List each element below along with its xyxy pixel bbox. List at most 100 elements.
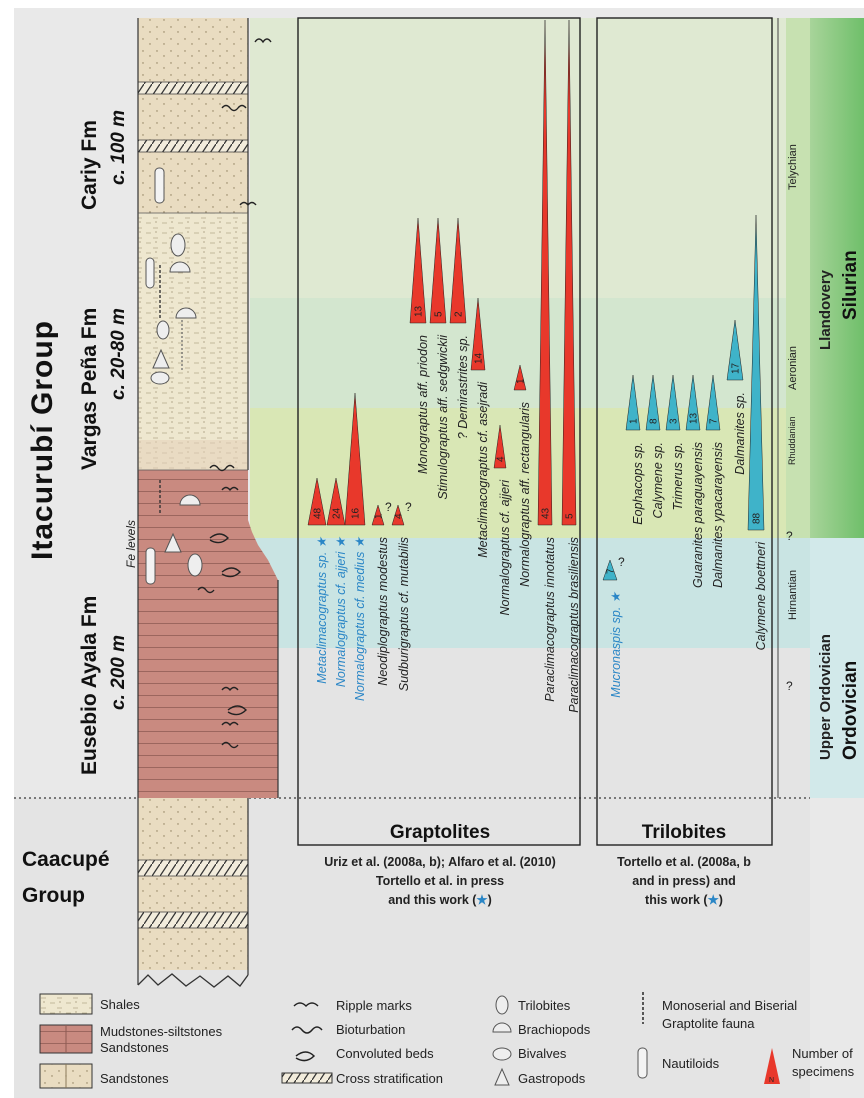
specimen-count: 8 (649, 418, 660, 424)
vargas-fm-name: Vargas Peña Fm (78, 308, 101, 470)
band-hirnantian (250, 538, 810, 648)
taxon-name: Metaclimacograptus cf. asejradi (476, 381, 490, 558)
legend-gastropods: Gastropods (518, 1071, 586, 1086)
range-triangle (470, 297, 486, 371)
specimen-count: 24 (332, 507, 343, 519)
range-triangle (602, 559, 618, 581)
caacupe-group-label-1: Caacupé (22, 848, 110, 871)
taxon-name: Eophacops sp. (631, 442, 645, 525)
taxon-name: Calymene sp. (651, 442, 665, 518)
trilobite-icon (495, 995, 509, 1015)
range-triangle (726, 319, 744, 381)
eusebio-fm-name: Eusebio Ayala Fm (78, 596, 101, 775)
uncertain-mark: ? (618, 555, 625, 569)
taxon-name: Neodiplograptus modestus (376, 537, 390, 686)
stage-hirnantian: Hirnantian (787, 570, 799, 620)
specimen-count: 7 (606, 568, 617, 574)
range-triangle (747, 214, 765, 531)
band-telychian (250, 18, 810, 298)
specimen-count: 4 (496, 456, 507, 462)
silurian-bar (810, 18, 864, 538)
brachiopod-icon (492, 1022, 512, 1033)
specimen-count: 2 (454, 311, 465, 317)
llandovery-bar (786, 18, 810, 538)
cross-stratification-icon (281, 1072, 333, 1084)
uncertain-mark: ? (405, 500, 412, 514)
taxon-name: Paraclimacograptus innotatus (543, 537, 557, 702)
taxon-name: Normalograptus cf. ajjeri ★ (334, 536, 348, 687)
taxon-name: ? Demirastrites sp. (456, 335, 470, 439)
specimen-count: 43 (541, 507, 552, 519)
legend-ripple: Ripple marks (336, 998, 412, 1013)
legend-graptolite-2: Graptolite fauna (662, 1016, 755, 1031)
specimen-count: 5 (434, 311, 445, 317)
taxon-name: Trimerus sp. (671, 442, 685, 511)
taxon-name: Normalograptus cf. ajjeri (498, 479, 512, 616)
band-aeronian (250, 298, 810, 408)
legend-bivalves: Bivalves (518, 1046, 567, 1061)
taxon-name: Dalmanites ypacarayensis (711, 442, 725, 588)
range-triangle (665, 374, 681, 431)
legend-shales-swatch (39, 993, 93, 1015)
bioturbation-icon (291, 1026, 323, 1034)
range-triangle (326, 477, 346, 526)
graptolites-title: Graptolites (390, 822, 490, 843)
graptolites-refs-2: Tortello et al. in press (376, 874, 504, 888)
uncertain-mark: ? (385, 500, 392, 514)
specimen-count: 1 (374, 513, 385, 519)
system-ordovician: Ordovician (840, 661, 861, 760)
legend-shales: Shales (100, 997, 140, 1012)
range-triangle (429, 217, 447, 324)
taxon-name: Sudburigraptus cf. mutabilis (397, 537, 411, 691)
range-triangle (645, 374, 661, 431)
legend-mudstones-1: Mudstones-siltstones (100, 1024, 223, 1039)
range-triangle (685, 374, 701, 431)
fe-levels-label: Fe levels (124, 520, 138, 568)
legend-trilobites: Trilobites (518, 998, 571, 1013)
specimen-count: 7 (709, 418, 720, 424)
range-triangle (493, 424, 507, 469)
legend-sandstones: Sandstones (100, 1071, 169, 1086)
series-upper-ordovician: Upper Ordovician (817, 634, 834, 760)
taxon-name: Mucronaspis sp. ★ (609, 591, 623, 697)
trilobites-refs-1: Tortello et al. (2008a, b (617, 855, 751, 869)
ordovician-bar (810, 538, 864, 798)
caacupe-group-label-2: Group (22, 884, 85, 907)
taxon-name: Monograptus aff. priodon (416, 335, 430, 474)
specimen-count: 16 (351, 507, 362, 519)
specimen-count: 5 (565, 513, 576, 519)
specimen-count: 13 (689, 412, 700, 424)
taxon-name: Normalograptus cf. medius ★ (353, 536, 367, 701)
graptolites-refs-close: ) (488, 893, 492, 907)
specimen-count-icon (764, 1048, 780, 1084)
range-triangle (537, 19, 553, 526)
specimen-count: 48 (313, 507, 324, 519)
taxon-name: Metaclimacograptus sp. ★ (315, 536, 329, 683)
specimen-count: 17 (731, 362, 742, 374)
taxon-name: Paraclimacograptus brasiliensis (567, 537, 581, 713)
nautiloid-icon (637, 1047, 648, 1079)
stage-telychian: Telychian (787, 144, 799, 190)
lithologic-column (137, 18, 279, 988)
taxon-name: Stimulograptus aff. sedgwickii (436, 334, 450, 500)
taxon-name: Guaranites paraguayensis (691, 442, 705, 588)
legend-specimens-1: Number of (792, 1046, 853, 1061)
convoluted-beds-icon (295, 1051, 316, 1062)
eusebio-fm-thickness: c. 200 m (108, 635, 129, 710)
legend-brachiopods: Brachiopods (518, 1022, 591, 1037)
trilobites-box (596, 17, 773, 846)
specimen-count: 14 (474, 352, 485, 364)
range-triangle (409, 217, 427, 324)
band-upper-ordovician (250, 648, 810, 798)
taxon-name: Normalograptus aff. rectangularis (518, 402, 532, 587)
legend-convoluted: Convoluted beds (336, 1046, 434, 1061)
range-triangle (344, 392, 366, 526)
trilobites-refs-3-text: this work ( (645, 893, 708, 907)
range-triangle (371, 504, 385, 526)
legend-specimens-2: specimens (792, 1064, 855, 1079)
legend-nautiloids: Nautiloids (662, 1056, 720, 1071)
range-triangle (705, 374, 721, 431)
range-triangle (513, 364, 527, 391)
